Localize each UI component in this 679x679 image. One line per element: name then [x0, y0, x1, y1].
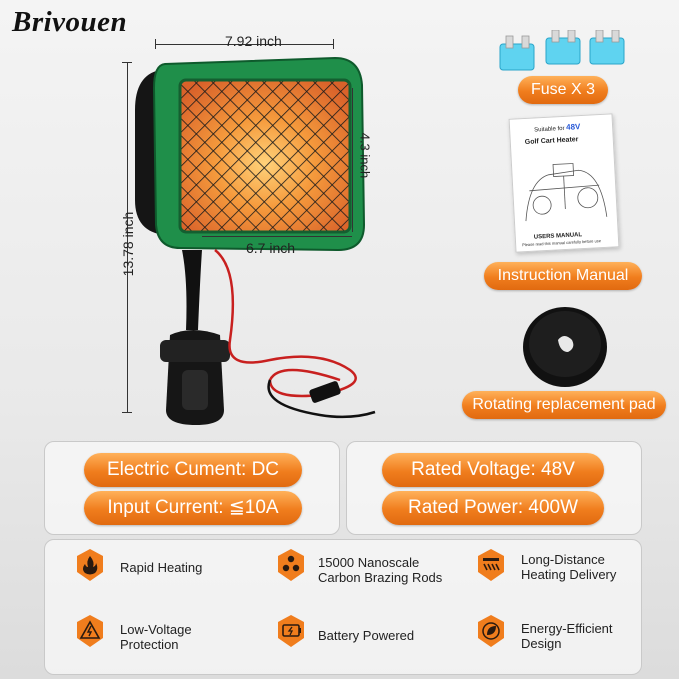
- fuse-label-pill: Fuse X 3: [518, 76, 608, 104]
- height-total-tick-bottom: [122, 412, 132, 413]
- spec-electric-current: Electric Cument: DC: [84, 453, 302, 487]
- width-top-label: 7.92 inch: [225, 33, 282, 49]
- grill-height-label: 4.3 inch: [357, 132, 373, 179]
- height-total-label: 13.78 inch: [120, 211, 136, 277]
- manual-sketch-icon: [525, 163, 608, 222]
- grill-width-line: [202, 236, 352, 237]
- width-top-tick-right: [333, 39, 334, 49]
- flame-icon: [77, 549, 103, 581]
- manual-suitable-line: Suitable for 48V: [534, 122, 581, 134]
- manual-title: Golf Cart Heater: [524, 136, 579, 146]
- spec-input-current: Input Current: ≦10A: [84, 491, 302, 525]
- spec-rated-voltage: Rated Voltage: 48V: [382, 453, 604, 487]
- spec-rated-power: Rated Power: 400W: [382, 491, 604, 525]
- features-panel: [44, 539, 642, 675]
- feature-text-2: 15000 Nanoscale Carbon Brazing Rods: [318, 555, 443, 585]
- voltage-warning-icon: [77, 615, 103, 647]
- manual-label-pill: Instruction Manual: [484, 262, 642, 290]
- width-top-tick-left: [155, 39, 156, 49]
- brand-logo: Brivouen: [12, 6, 128, 38]
- feature-text-6: Energy-Efficient Design: [521, 621, 613, 651]
- rotating-pad-image: [523, 307, 607, 387]
- feature-text-4: Low-Voltage Protection: [120, 622, 192, 652]
- height-total-tick-top: [122, 62, 132, 63]
- feature-text-3: Long-Distance Heating Delivery: [521, 552, 617, 582]
- manual-document: Suitable for 48V Golf Cart Heater USERS …: [508, 113, 620, 253]
- grill-width-label: 6.7 inch: [246, 240, 296, 256]
- battery-icon: [278, 615, 304, 647]
- feature-text-1: Rapid Heating: [120, 560, 203, 575]
- pad-label-pill: Rotating replacement pad: [462, 391, 666, 419]
- leaf-icon: [478, 615, 504, 647]
- feature-text-5: Battery Powered: [318, 628, 415, 643]
- heater-illustration: [135, 56, 376, 425]
- width-top-line: [155, 44, 333, 45]
- fuse-image: [499, 30, 625, 71]
- height-total-line: [127, 62, 128, 412]
- carbon-rods-icon: [278, 549, 304, 581]
- heat-waves-icon: [478, 549, 504, 581]
- grill-height-line: [352, 88, 353, 232]
